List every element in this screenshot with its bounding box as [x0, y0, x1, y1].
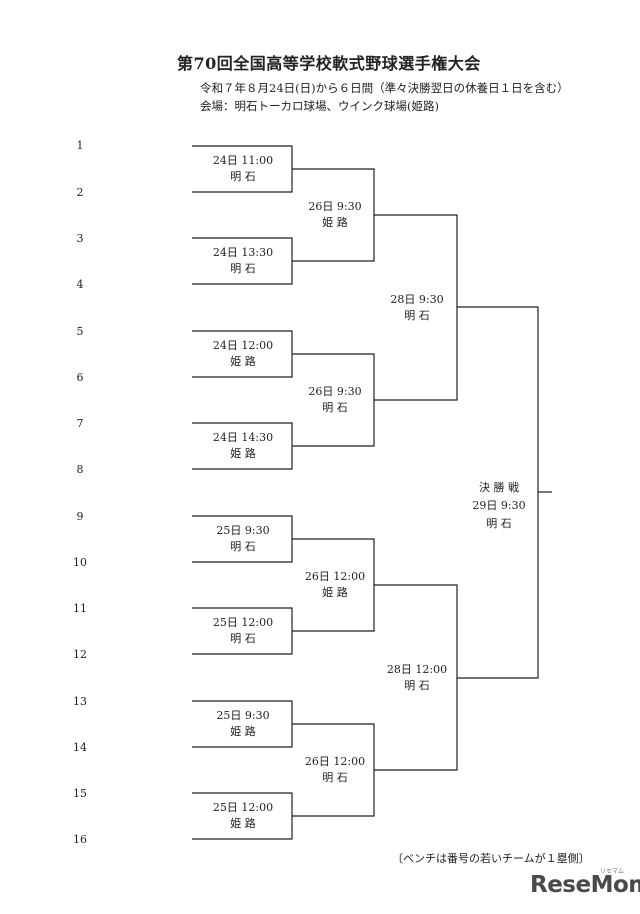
match-venue: 明 石 [404, 309, 430, 322]
match-date: 26日 9:30 [308, 200, 362, 213]
match-date: 24日 13:30 [212, 246, 274, 259]
match-date: 24日 11:00 [212, 154, 274, 167]
match-date: 25日 12:00 [212, 616, 274, 629]
resemom-logo: ReseMom [530, 872, 640, 898]
match-date: 26日 12:00 [304, 570, 366, 583]
seed-number: 8 [76, 463, 84, 476]
match-date: 25日 9:30 [216, 709, 270, 722]
match-date: 29日 9:30 [472, 499, 526, 512]
seed-number: 11 [73, 602, 87, 615]
match-date: 24日 14:30 [212, 431, 274, 444]
qf-match-2: 26日 9:30 明 石 [298, 384, 372, 416]
seed-number: 2 [76, 186, 84, 199]
seed-number: 1 [76, 139, 84, 152]
r1-match-5: 25日 9:30 明 石 [198, 523, 288, 555]
tournament-venue: 会場：明石トーカロ球場、ウインク球場(姫路) [200, 99, 439, 113]
tournament-period: 令和７年８月24日(日)から６日間（準々決勝翌日の休養日１日を含む） [200, 81, 569, 95]
page-title: 第70回全国高等学校軟式野球選手権大会 [177, 54, 481, 73]
match-date: 28日 12:00 [386, 663, 448, 676]
match-venue: 明 石 [404, 679, 430, 692]
match-venue: 明 石 [230, 170, 256, 183]
match-venue: 明 石 [230, 540, 256, 553]
match-venue: 明 石 [322, 771, 348, 784]
qf-match-4: 26日 12:00 明 石 [298, 754, 372, 786]
match-date: 25日 9:30 [216, 524, 270, 537]
final-label: 決 勝 戦 [479, 481, 519, 494]
qf-match-3: 26日 12:00 姫 路 [298, 569, 372, 601]
match-date: 25日 12:00 [212, 801, 274, 814]
r1-match-6: 25日 12:00 明 石 [198, 615, 288, 647]
seed-number: 9 [76, 510, 84, 523]
final-match: 決 勝 戦 29日 9:30 明 石 [462, 479, 536, 533]
seed-number: 12 [73, 648, 87, 661]
qf-match-1: 26日 9:30 姫 路 [298, 199, 372, 231]
seed-number: 5 [76, 325, 84, 338]
seed-number: 15 [73, 787, 87, 800]
match-venue: 姫 路 [230, 817, 256, 830]
match-date: 26日 12:00 [304, 755, 366, 768]
seed-number: 4 [76, 278, 84, 291]
r1-match-7: 25日 9:30 姫 路 [198, 708, 288, 740]
logo-subtext: リセマム [600, 868, 625, 875]
sf-match-2: 28日 12:00 明 石 [380, 662, 454, 694]
match-venue: 姫 路 [230, 447, 256, 460]
r1-match-4: 24日 14:30 姫 路 [198, 430, 288, 462]
bench-note: 〔ベンチは番号の若いチームが１塁側〕 [392, 852, 590, 865]
r1-match-3: 24日 12:00 姫 路 [198, 338, 288, 370]
seed-number: 3 [76, 232, 84, 245]
match-venue: 明 石 [230, 632, 256, 645]
seed-number: 13 [73, 695, 87, 708]
match-venue: 明 石 [486, 517, 512, 530]
match-date: 26日 9:30 [308, 385, 362, 398]
match-venue: 姫 路 [322, 586, 348, 599]
match-venue: 姫 路 [322, 216, 348, 229]
r1-match-1: 24日 11:00 明 石 [198, 153, 288, 185]
seed-number: 6 [76, 371, 84, 384]
match-venue: 姫 路 [230, 725, 256, 738]
match-venue: 明 石 [230, 262, 256, 275]
r1-match-2: 24日 13:30 明 石 [198, 245, 288, 277]
seed-number: 16 [73, 833, 87, 846]
seed-number: 10 [73, 556, 87, 569]
seed-number: 14 [73, 741, 87, 754]
match-date: 24日 12:00 [212, 339, 274, 352]
seed-number: 7 [76, 417, 84, 430]
sf-match-1: 28日 9:30 明 石 [380, 292, 454, 324]
match-date: 28日 9:30 [390, 293, 444, 306]
match-venue: 姫 路 [230, 355, 256, 368]
match-venue: 明 石 [322, 401, 348, 414]
r1-match-8: 25日 12:00 姫 路 [198, 800, 288, 832]
